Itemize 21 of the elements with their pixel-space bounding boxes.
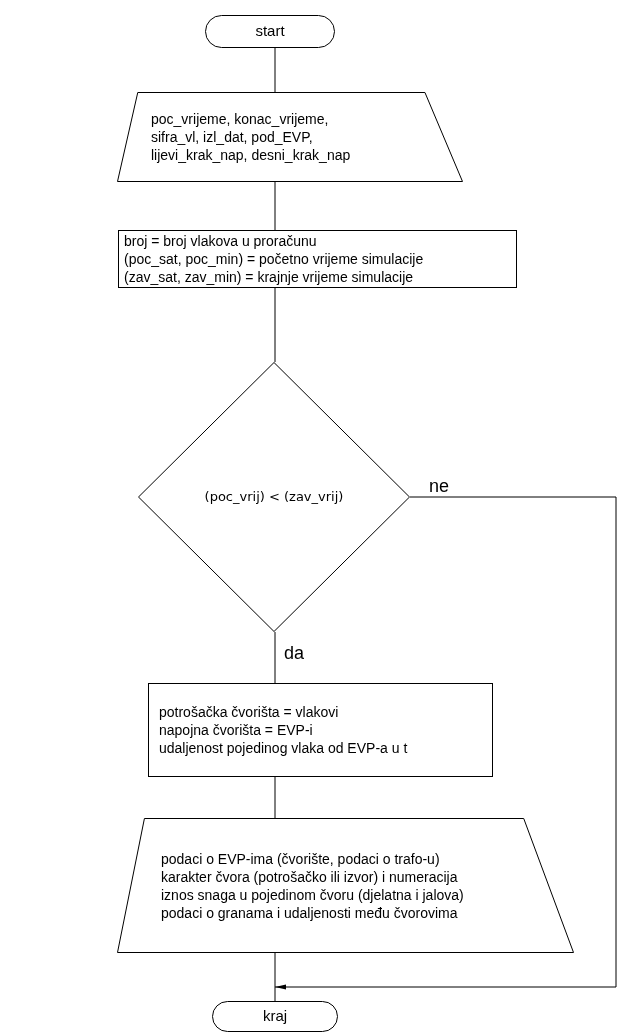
- node-text: broj = broj vlakova u proračunu (poc_sat, poc_min) = početno vrijeme simulacije (zav_sat, zav_min) = krajnje vrijeme simulacije: [124, 232, 424, 286]
- process-box: [118, 230, 517, 288]
- start-terminal: [205, 15, 335, 48]
- end-terminal: [212, 1001, 338, 1032]
- arrow: [274, 496, 617, 990]
- input-trapezoid: [117, 92, 463, 182]
- node-text: kraj: [262, 1006, 288, 1027]
- connector-line: [274, 181, 276, 231]
- connector-line: [274, 952, 276, 1002]
- connector-line: [274, 47, 276, 93]
- connector-line: [274, 287, 276, 363]
- node-text: podaci o EVP-ima (čvorište, podaci o trafo-u) karakter čvora (potrošačko ili izvor) i numeracija iznos snaga u pojedinom čvoru (djelatna i jalova) podaci o granama i udaljenosti među čvorovima: [161, 849, 464, 922]
- node-text: poc_vrijeme, konac_vrijeme, sifra_vl, izl_dat, pod_EVP, lijevi_krak_nap, desni_krak_nap: [151, 110, 351, 164]
- node-text: potrošačka čvorišta = vlakovi napojna čvorišta = EVP-i udaljenost pojedinog vlaka od EVP-a u t: [159, 703, 408, 757]
- connector-line: [274, 776, 276, 819]
- node-text: start: [255, 21, 285, 42]
- node-text: (poc_vrij) < (zav_vrij): [204, 488, 344, 507]
- decision-diamond: [138, 362, 410, 632]
- process-box: [148, 683, 493, 777]
- connector-line: [274, 631, 276, 684]
- input-trapezoid: [117, 818, 574, 953]
